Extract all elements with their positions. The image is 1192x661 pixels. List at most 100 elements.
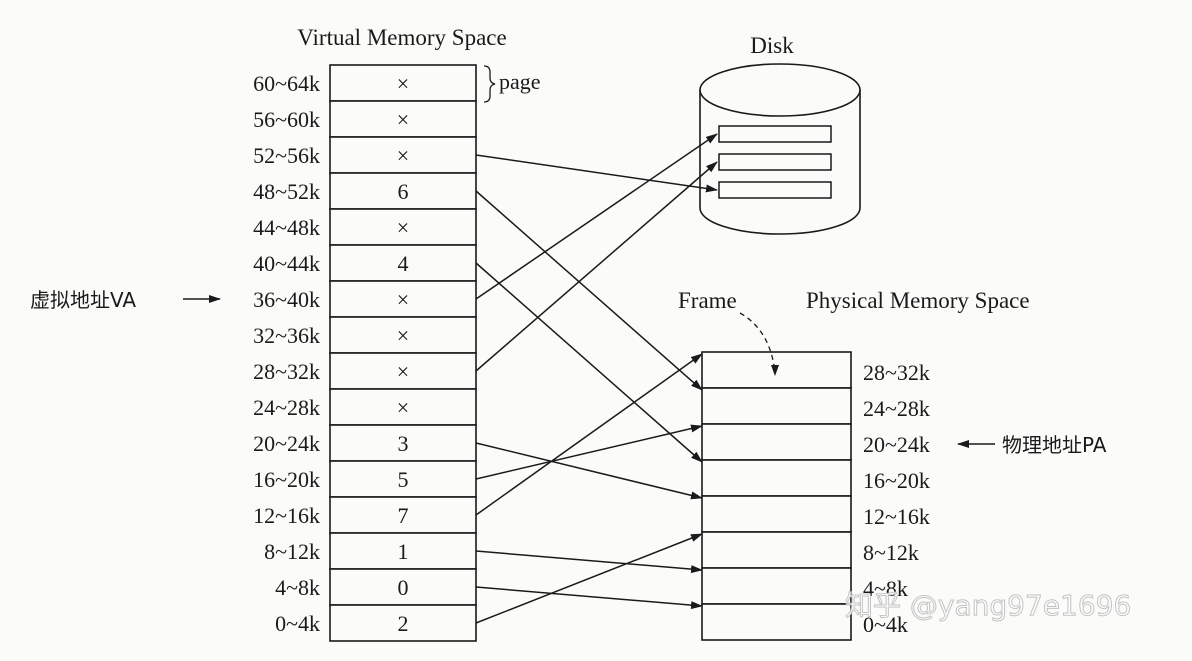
virtual-page-row: 4~8k 0 [275,568,477,606]
frame-pointer [739,312,776,373]
not-present-mark: × [397,359,409,384]
disk-title: Disk [750,33,794,58]
physical-range-label: 12~16k [863,504,930,529]
virtual-page-row: 60~64k × [253,64,477,102]
physical-frame-row: 16~20k [701,459,930,497]
physical-frame-row: 12~16k [701,495,930,533]
page-to-frame-arrow [475,424,703,480]
virtual-page-cell [329,496,477,534]
virtual-page-row: 20~24k 3 [253,424,477,462]
page-to-frame-arrow [475,550,703,574]
physical-frame-cell [701,567,852,605]
physical-frame-cell [701,495,852,533]
virtual-page-cell [329,604,477,642]
virtual-page-cell [329,388,477,426]
physical-frame-cell [701,531,852,569]
disk-slot [718,125,832,143]
virtual-page-row: 52~56k× [253,136,477,174]
page-to-disk-arrow [475,154,718,193]
virtual-range-label: 56~60k [253,107,320,132]
physical-range-label: 4~8k [863,576,908,601]
virtual-page-row: 40~44k 4 [253,244,477,282]
virtual-range-label: 20~24k [253,431,320,456]
physical-range-label: 8~12k [863,540,919,565]
physical-frame-cell [701,423,852,461]
page-to-frame-arrow [475,586,703,610]
physical-range-label: 24~28k [863,396,930,421]
not-present-mark: × [397,395,409,420]
physical-frame-row: 28~32k [701,351,930,389]
virtual-range-label: 40~44k [253,251,320,276]
physical-frame-cell [701,459,852,497]
page-to-frame-arrow [475,353,703,516]
virtual-page-row: 12~16k 7 [253,496,477,534]
physical-range-label: 20~24k [863,432,930,457]
virtual-range-label: 32~36k [253,323,320,348]
physical-range-label: 0~4k [863,612,908,637]
virtual-page-row: 32~36k × [253,316,477,354]
virtual-range-label: 28~32k [253,359,320,384]
physical-frame-row: 0~4k [701,603,908,641]
page-brace [483,65,496,103]
va-label: 虚拟地址VA [30,288,136,312]
virtual-page-cell [329,532,477,570]
page-to-disk-arrow [475,161,718,372]
virtual-page-row: 16~20k 5 [253,460,477,498]
disk-slot [718,181,832,199]
page-label: page [499,69,541,94]
virtual-range-label: 36~40k [253,287,320,312]
virtual-page-cell [329,352,477,390]
virtual-page-cell [329,208,477,246]
disk-slot [718,153,832,171]
physical-memory-title: Physical Memory Space [806,288,1030,313]
virtual-page-row: 36~40k× [253,280,477,318]
virtual-page-row: 24~28k × [253,388,477,426]
virtual-page-row: 56~60k × [253,100,477,138]
not-present-mark: × [397,215,409,240]
frame-number: 7 [398,503,409,528]
not-present-mark: × [397,323,409,348]
not-present-mark: × [397,71,409,96]
virtual-range-label: 12~16k [253,503,320,528]
virtual-range-label: 4~8k [275,575,320,600]
frame-number: 6 [398,179,409,204]
frame-number: 4 [398,251,409,276]
virtual-range-label: 48~52k [253,179,320,204]
frame-number: 3 [398,431,409,456]
frame-number: 1 [398,539,409,564]
virtual-range-label: 24~28k [253,395,320,420]
disk-slots [718,125,832,199]
virtual-range-label: 52~56k [253,143,320,168]
pa-label: 物理地址PA [1002,433,1107,457]
virtual-page-cell [329,316,477,354]
virtual-page-row: 28~32k × [253,352,477,390]
not-present-mark: × [397,107,409,132]
frame-number: 5 [398,467,409,492]
frame-number: 2 [398,611,409,636]
physical-frame-row: 8~12k [701,531,919,569]
physical-frame-row: 20~24k [701,423,930,461]
physical-frame-cell [701,387,852,425]
disk-cylinder [699,63,861,235]
physical-frame-cell [701,603,852,641]
virtual-range-label: 16~20k [253,467,320,492]
watermark: 知乎 @yang97e1696 [845,589,1131,622]
virtual-page-cell [329,424,477,462]
mapping-arrows [475,133,718,624]
physical-frame-row: 4~8k [701,567,908,605]
frame-number: 0 [398,575,409,600]
virtual-page-cell [329,568,477,606]
physical-range-label: 28~32k [863,360,930,385]
virtual-page-row: 44~48k× [253,208,477,246]
page-to-frame-arrow [475,190,703,391]
physical-frame-row: 24~28k [701,387,930,425]
virtual-memory-title: Virtual Memory Space [297,25,506,50]
virtual-range-label: 0~4k [275,611,320,636]
page-to-frame-arrow [475,533,703,624]
virtual-range-label: 60~64k [253,71,320,96]
frame-label: Frame [678,288,737,313]
